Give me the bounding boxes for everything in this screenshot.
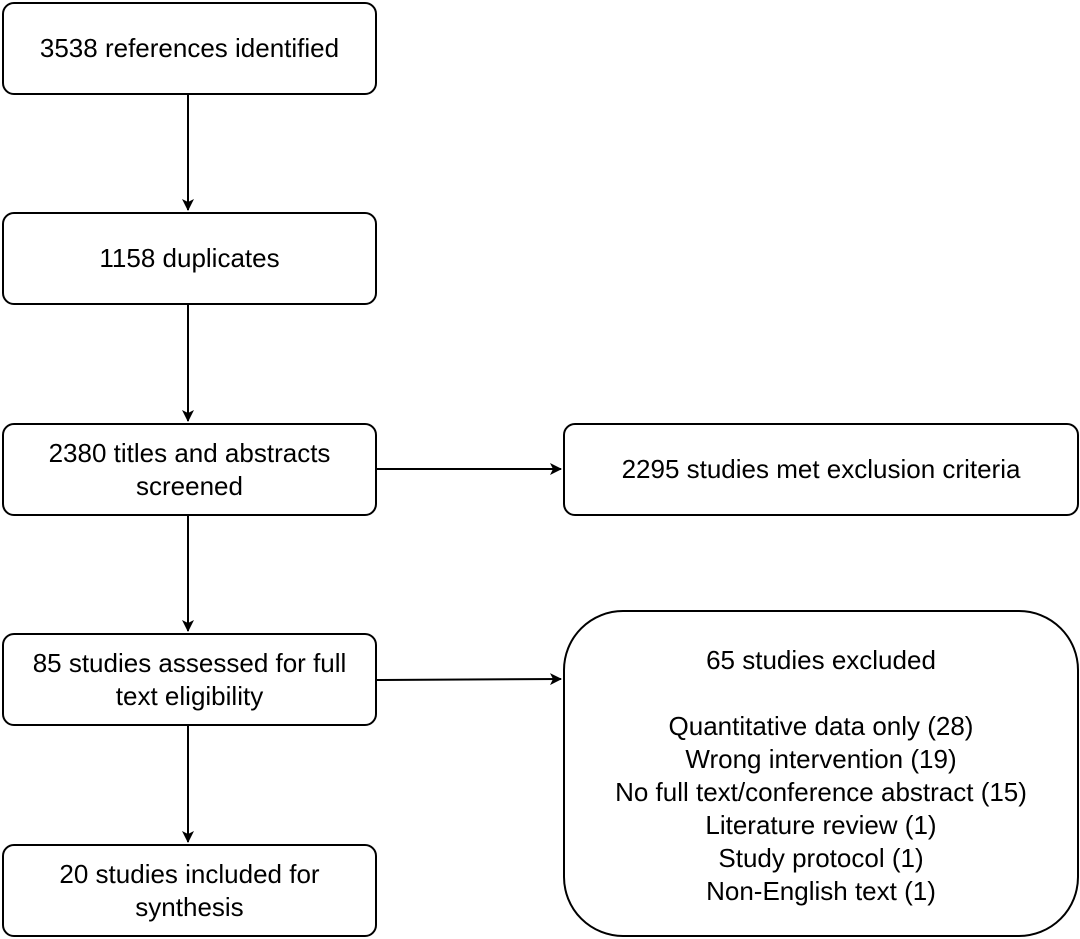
duplicates-label: 1158 duplicates — [99, 243, 280, 273]
exclusion-reason: Study protocol (1) — [718, 843, 924, 873]
full-text-exclusion-box: 65 studies excluded Quantitative data on… — [563, 610, 1079, 937]
exclusion-reason-list: Quantitative data only (28) Wrong interv… — [615, 710, 1027, 908]
screened-box: 2380 titles and abstracts screened — [2, 423, 377, 516]
included-box: 20 studies included for synthesis — [2, 844, 377, 937]
arrow-assessed-to-excluded — [376, 673, 562, 686]
screening-exclusion-box: 2295 studies met exclusion criteria — [563, 423, 1079, 516]
exclusion-reason: Wrong intervention (19) — [685, 744, 957, 774]
included-label: 20 studies included for synthesis — [59, 858, 320, 922]
exclusion-reason: No full text/conference abstract (15) — [615, 777, 1027, 807]
exclusion-reason: Quantitative data only (28) — [668, 711, 974, 741]
assessed-box: 85 studies assessed for full text eligib… — [2, 633, 377, 726]
identified-label: 3538 references identified — [39, 33, 340, 63]
full-text-exclusion-title: 65 studies excluded — [706, 645, 936, 675]
screened-label: 2380 titles and abstracts screened — [48, 437, 331, 501]
exclusion-reason: Literature review (1) — [705, 810, 937, 840]
screening-exclusion-label: 2295 studies met exclusion criteria — [621, 454, 1021, 484]
identified-box: 3538 references identified — [2, 2, 377, 95]
assessed-label: 85 studies assessed for full text eligib… — [32, 647, 347, 711]
duplicates-box: 1158 duplicates — [2, 212, 377, 305]
exclusion-reason: Non-English text (1) — [706, 876, 936, 906]
